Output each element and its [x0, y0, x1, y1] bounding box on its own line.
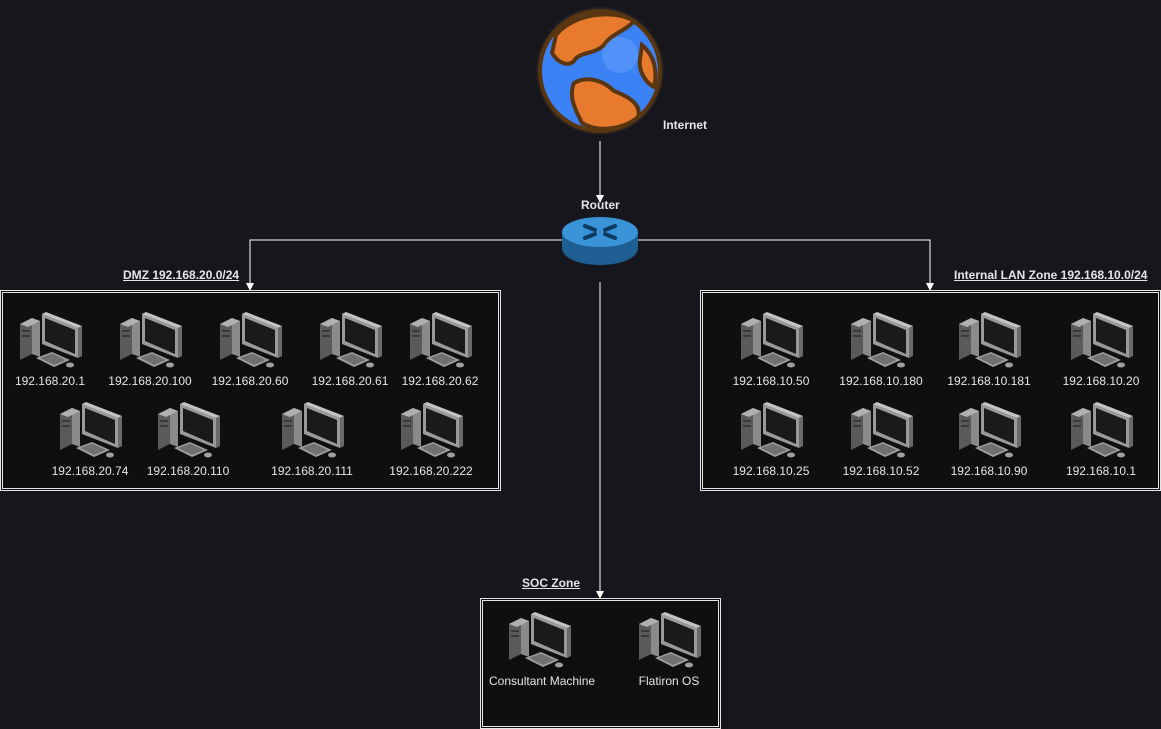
router-icon: [562, 217, 638, 265]
desktop-computer-icon: [639, 612, 701, 668]
globe-icon: [536, 7, 664, 135]
internet-label: Internet: [663, 118, 708, 132]
lan-host[interactable]: 192.168.10.1: [1051, 400, 1151, 478]
host-label: 192.168.10.180: [839, 374, 923, 388]
dmz-host[interactable]: 192.168.20.60: [200, 310, 300, 388]
host-label: 192.168.20.60: [211, 374, 289, 388]
desktop-computer-icon: [120, 312, 182, 368]
desktop-computer-icon: [509, 612, 571, 668]
host-label: 192.168.10.1: [1065, 464, 1137, 478]
lan-host[interactable]: 192.168.10.90: [939, 400, 1039, 478]
dmz-host[interactable]: 192.168.20.1: [0, 310, 100, 388]
soc-host[interactable]: Consultant Machine: [489, 610, 596, 688]
desktop-computer-icon: [60, 402, 122, 458]
desktop-computer-icon: [282, 402, 344, 458]
desktop-computer-icon: [410, 312, 472, 368]
router-label: Router: [581, 198, 620, 212]
desktop-computer-icon: [741, 402, 803, 458]
lan-zone-title: Internal LAN Zone 192.168.10.0/24: [954, 268, 1148, 282]
host-label: 192.168.20.110: [146, 464, 230, 478]
lan-host[interactable]: 192.168.10.180: [831, 310, 931, 388]
host-label: 192.168.20.1: [14, 374, 86, 388]
desktop-computer-icon: [959, 402, 1021, 458]
internet-node[interactable]: [534, 5, 666, 137]
router-dmz-link: [246, 239, 562, 291]
desktop-computer-icon: [1071, 312, 1133, 368]
desktop-computer-icon: [851, 312, 913, 368]
router-node[interactable]: [561, 214, 639, 266]
host-label: 192.168.10.90: [950, 464, 1028, 478]
host-label: Flatiron OS: [638, 674, 700, 688]
desktop-computer-icon: [320, 312, 382, 368]
lan-host[interactable]: 192.168.10.52: [831, 400, 931, 478]
desktop-computer-icon: [220, 312, 282, 368]
host-label: 192.168.20.74: [51, 464, 129, 478]
desktop-computer-icon: [1071, 402, 1133, 458]
host-label: 192.168.10.52: [842, 464, 920, 478]
desktop-computer-icon: [401, 402, 463, 458]
desktop-computer-icon: [851, 402, 913, 458]
soc-zone-title: SOC Zone: [522, 576, 581, 590]
host-label: 192.168.20.62: [401, 374, 479, 388]
dmz-host[interactable]: 192.168.20.74: [40, 400, 140, 478]
lan-host[interactable]: 192.168.10.25: [721, 400, 821, 478]
host-label: 192.168.10.20: [1062, 374, 1140, 388]
lan-host[interactable]: 192.168.10.181: [939, 310, 1039, 388]
lan-host[interactable]: 192.168.10.20: [1051, 310, 1151, 388]
host-label: 192.168.20.222: [389, 464, 473, 478]
dmz-host[interactable]: 192.168.20.61: [300, 310, 400, 388]
dmz-zone-title: DMZ 192.168.20.0/24: [123, 268, 240, 282]
dmz-host[interactable]: 192.168.20.110: [138, 400, 238, 478]
desktop-computer-icon: [20, 312, 82, 368]
host-label: 192.168.20.111: [271, 464, 353, 478]
lan-host[interactable]: 192.168.10.50: [721, 310, 821, 388]
dmz-host[interactable]: 192.168.20.100: [100, 310, 200, 388]
host-label: 192.168.20.61: [311, 374, 389, 388]
host-label: 192.168.10.181: [947, 374, 1031, 388]
host-label: Consultant Machine: [489, 674, 596, 688]
dmz-host[interactable]: 192.168.20.62: [390, 310, 490, 388]
desktop-computer-icon: [158, 402, 220, 458]
dmz-host[interactable]: 192.168.20.111: [262, 400, 362, 478]
host-label: 192.168.20.100: [108, 374, 192, 388]
desktop-computer-icon: [959, 312, 1021, 368]
dmz-host[interactable]: 192.168.20.222: [381, 400, 481, 478]
router-lan-link: [638, 239, 934, 291]
host-label: 192.168.10.25: [732, 464, 810, 478]
soc-host[interactable]: Flatiron OS: [619, 610, 719, 688]
host-label: 192.168.10.50: [732, 374, 810, 388]
desktop-computer-icon: [741, 312, 803, 368]
